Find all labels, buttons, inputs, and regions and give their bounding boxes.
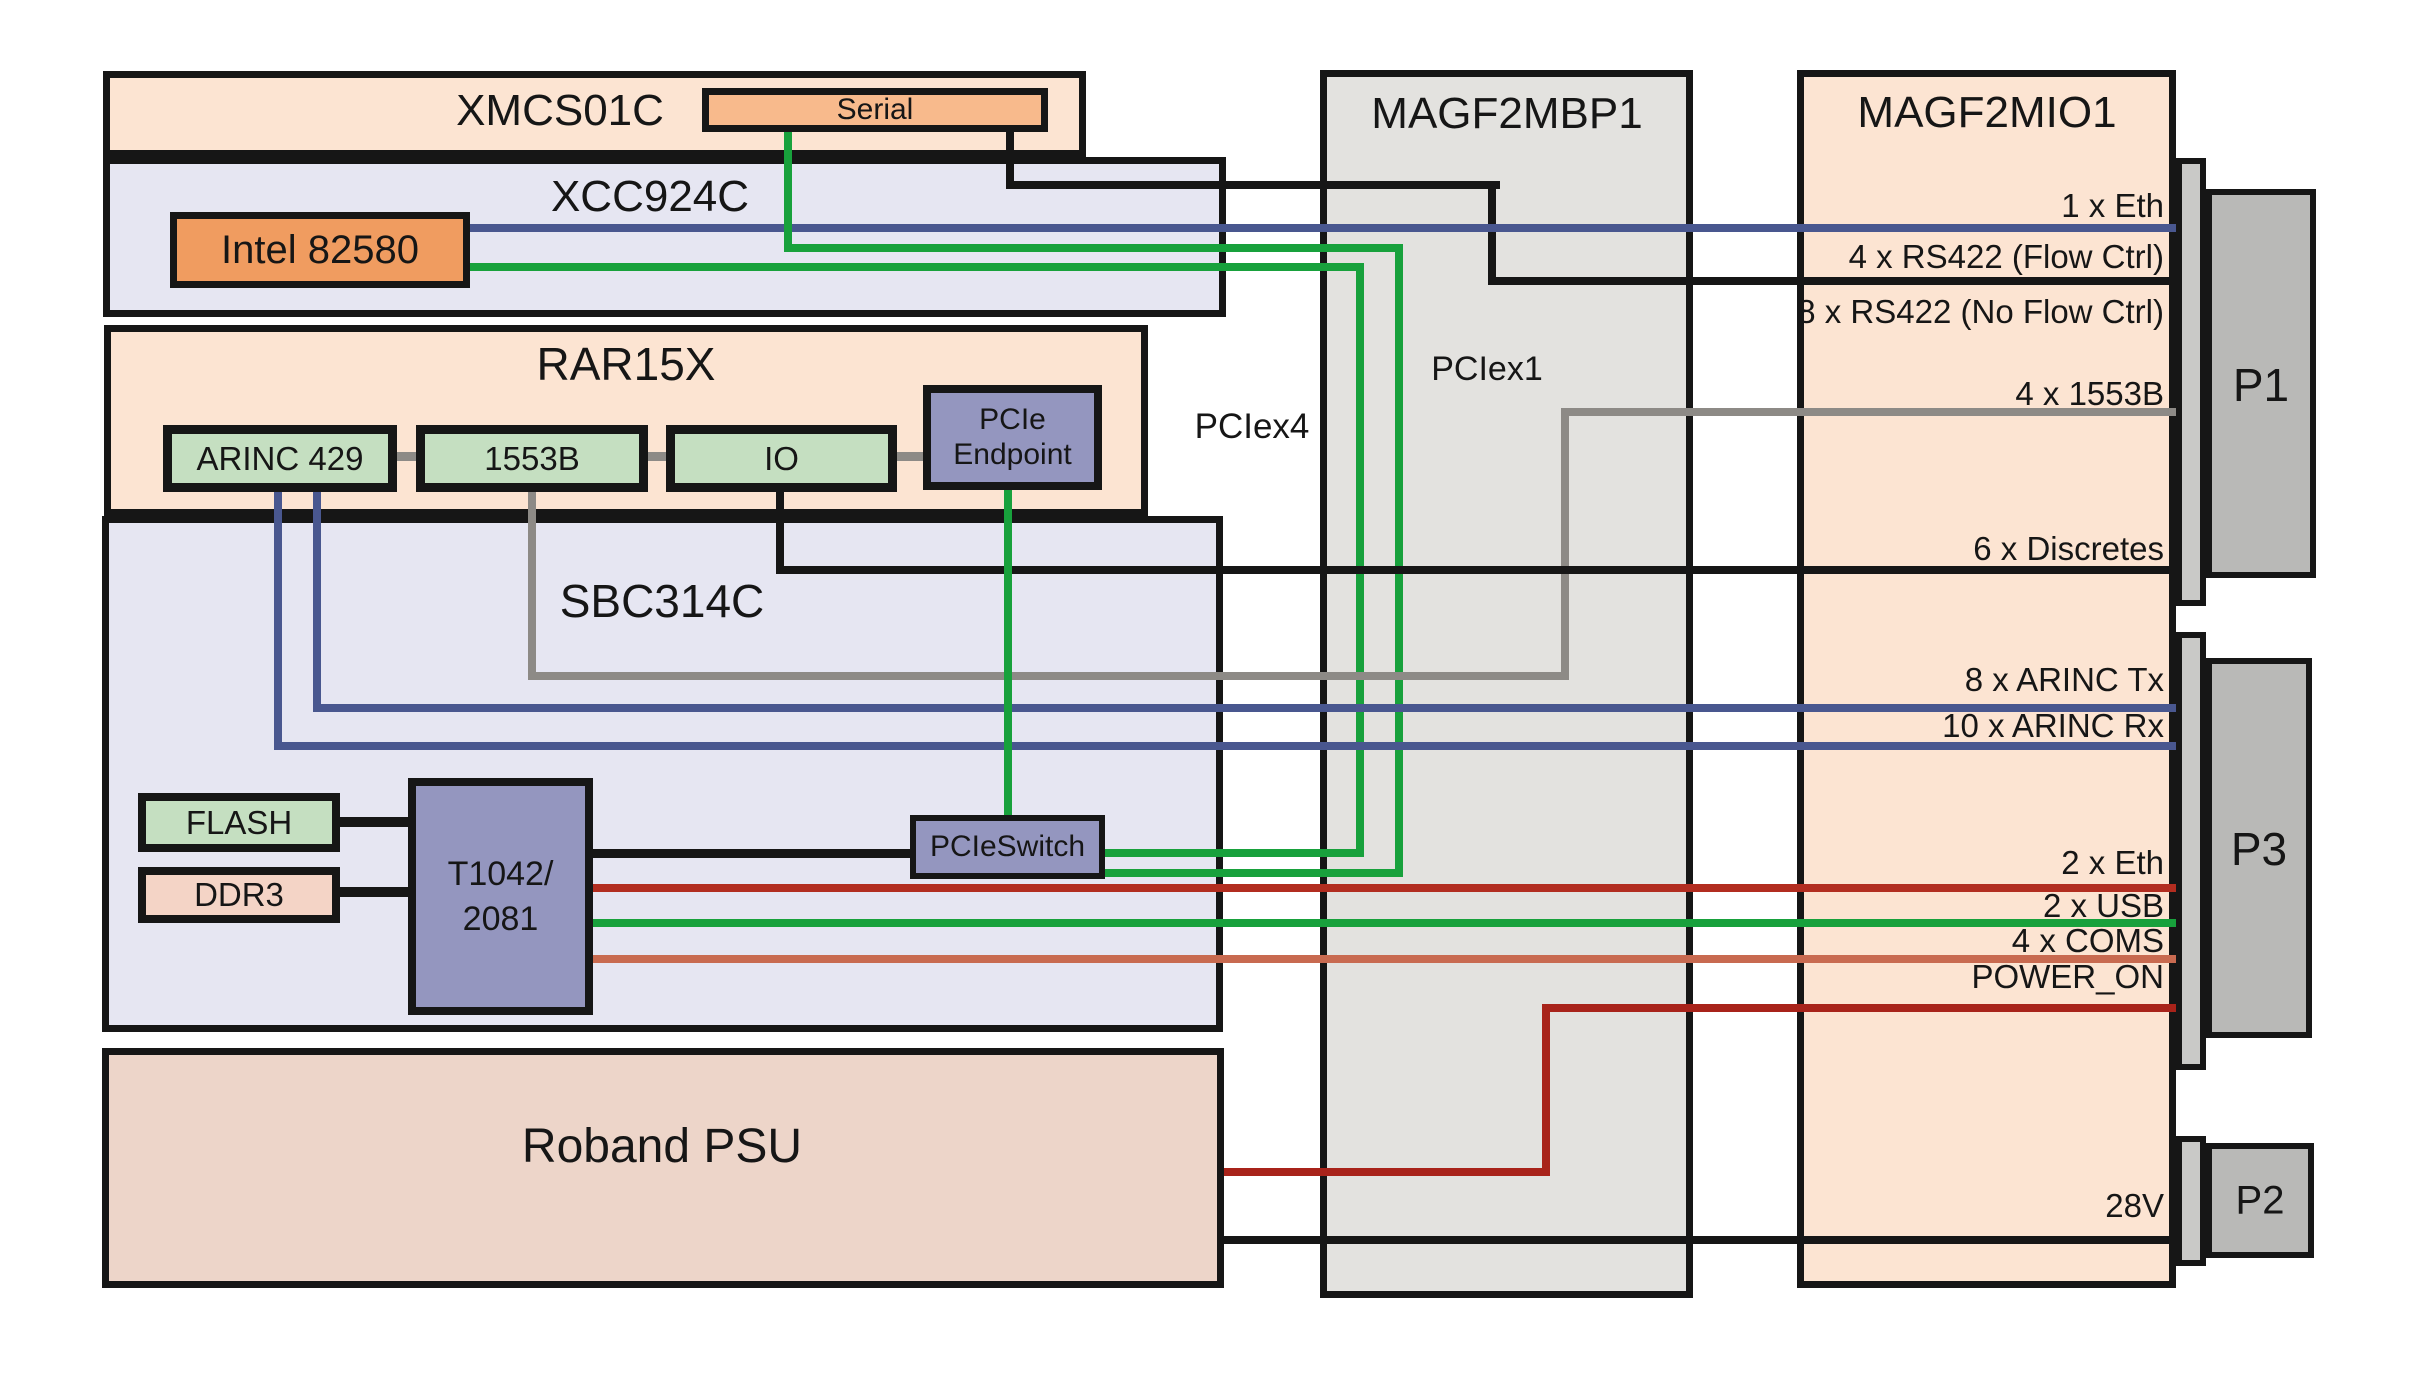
connector-p3-bar xyxy=(2176,632,2206,1070)
mio1-signal-label: 8 x ARINC Tx xyxy=(1964,661,2164,698)
mio1-signal-label: 4 x RS422 (Flow Ctrl) xyxy=(1848,238,2164,275)
wire-power-on-h1 xyxy=(1224,1168,1550,1176)
wire-serial-green-v1 xyxy=(784,126,792,252)
panel-title-roband-psu: Roband PSU xyxy=(521,1120,803,1173)
wire-coms4-line xyxy=(590,955,2176,963)
wire-intel-green-h1 xyxy=(470,263,1364,271)
wire-serial-green-h2 xyxy=(1105,869,1403,877)
wire-m1553-gray-h2 xyxy=(1561,408,2176,416)
chip-t1042-2081: T1042/ 2081 xyxy=(408,778,593,1015)
chip-arinc-429: ARINC 429 xyxy=(163,425,397,492)
wire-eth2-line xyxy=(590,884,2176,892)
wire-intel-eth xyxy=(470,224,2176,232)
connector-p2 xyxy=(2206,1143,2314,1258)
chip-pcie-endpoint-line2: Endpoint xyxy=(953,437,1072,471)
wire-io-discretes-v xyxy=(776,488,784,574)
chip-intel-82580: Intel 82580 xyxy=(170,212,470,288)
wire-cpu-switch-link xyxy=(590,849,914,858)
panel-title-magf2mbp1: MAGF2MBP1 xyxy=(1371,89,1643,138)
mio1-signal-label: 4 x 1553B xyxy=(2015,375,2164,412)
wire-serial-pcie-v1 xyxy=(1006,126,1014,189)
wire-arinc-tx-v xyxy=(313,488,321,712)
chip-ddr3: DDR3 xyxy=(138,867,340,923)
panel-title-xcc924c: XCC924C xyxy=(550,172,750,221)
mio1-signal-label: 28V xyxy=(2105,1187,2164,1224)
chip-ddr3-label: DDR3 xyxy=(194,876,284,914)
panel-roband-psu xyxy=(102,1048,1224,1288)
wire-intel-green-v xyxy=(1356,263,1364,857)
chip-io-label: IO xyxy=(764,439,799,477)
mio1-signal-label: 2 x USB xyxy=(2042,887,2164,924)
chip-pcie-switch-label: PCIeSwitch xyxy=(929,829,1086,863)
wire-arinc-rx-h xyxy=(274,742,2176,750)
wire-arinc-rx-v xyxy=(274,488,282,750)
wire-arinc-tx-h xyxy=(313,704,2176,712)
wire-serial-pcie-h2 xyxy=(1488,277,2176,285)
chip-t1042-line1: T1042/ xyxy=(447,855,554,894)
connector-p2-label: P2 xyxy=(2235,1178,2285,1223)
chip-flash: FLASH xyxy=(138,793,340,852)
connector-p1-label: P1 xyxy=(2232,359,2290,411)
mio1-signal-label: POWER_ON xyxy=(1971,958,2164,995)
chip-pcie-endpoint: PCIe Endpoint xyxy=(923,385,1102,490)
chip-pcie-endpoint-line1: PCIe xyxy=(979,403,1046,436)
mio1-signal-label: 6 x Discretes xyxy=(1973,530,2164,567)
wire-serial-green-h1 xyxy=(784,244,1403,252)
mio1-signal-label: 10 x ARINC Rx xyxy=(1942,707,2164,744)
chip-t1042-line2: 2081 xyxy=(462,899,539,938)
wire-v28-line xyxy=(1224,1236,2176,1244)
wire-flash-link xyxy=(336,817,412,827)
wire-m1553-gray-v1 xyxy=(528,488,536,680)
connector-p1-bar xyxy=(2176,158,2206,606)
panel-title-sbc314c: SBC314C xyxy=(559,575,765,627)
wire-serial-pcie-h1 xyxy=(1006,181,1500,189)
wire-m1553-gray-v2 xyxy=(1561,408,1569,680)
wire-power-on-v xyxy=(1542,1004,1550,1176)
connector-p3-label: P3 xyxy=(2230,823,2288,875)
wire-serial-green-v2 xyxy=(1395,244,1403,877)
chip-serial: Serial xyxy=(702,88,1048,132)
wire-link-arinc-1553 xyxy=(395,452,418,461)
mio1-signal-label: 2 x Eth xyxy=(2061,844,2164,881)
mio1-signal-label: 8 x RS422 (No Flow Ctrl) xyxy=(1797,293,2164,330)
chip-1553b-label: 1553B xyxy=(484,439,580,477)
wire-io-discretes-h xyxy=(776,566,2176,574)
mio1-signal-label: 4 x COMS xyxy=(2011,922,2164,959)
wire-endpoint-switch-v xyxy=(1004,486,1012,819)
panel-magf2mio1 xyxy=(1797,70,2176,1288)
panel-magf2mbp1 xyxy=(1320,70,1693,1298)
chip-pcie-switch: PCIeSwitch xyxy=(910,815,1105,879)
connector-p3 xyxy=(2206,658,2312,1038)
connector-p1 xyxy=(2206,189,2316,578)
wire-link-io-endpoint xyxy=(895,452,925,461)
chip-intel-label: Intel 82580 xyxy=(221,228,419,272)
mio1-signal-label: 1 x Eth xyxy=(2061,187,2164,224)
wire-m1553-gray-h1 xyxy=(528,672,1569,680)
panel-title-magf2mio1: MAGF2MIO1 xyxy=(1857,88,2117,137)
chip-1553b: 1553B xyxy=(416,425,648,492)
chip-arinc-label: ARINC 429 xyxy=(196,439,364,477)
chip-serial-label: Serial xyxy=(836,92,914,126)
chip-io: IO xyxy=(666,425,897,492)
bus-label-pciex4: PCIex4 xyxy=(1194,407,1310,446)
wire-serial-pcie-v2 xyxy=(1488,181,1496,285)
wire-link-1553-io xyxy=(646,452,668,461)
panel-title-rar15x: RAR15X xyxy=(536,338,716,390)
wire-usb2-line xyxy=(590,919,2176,927)
bus-label-pciex1: PCIex1 xyxy=(1431,350,1543,388)
wire-intel-green-h2 xyxy=(1105,849,1364,857)
wire-ddr3-link xyxy=(336,887,412,897)
connector-p2-bar xyxy=(2176,1136,2206,1266)
wire-power-on-h2 xyxy=(1542,1004,2176,1012)
panel-sbc314c xyxy=(102,516,1223,1032)
chip-flash-label: FLASH xyxy=(185,803,293,841)
panel-title-xmcs01c: XMCS01C xyxy=(456,86,664,135)
